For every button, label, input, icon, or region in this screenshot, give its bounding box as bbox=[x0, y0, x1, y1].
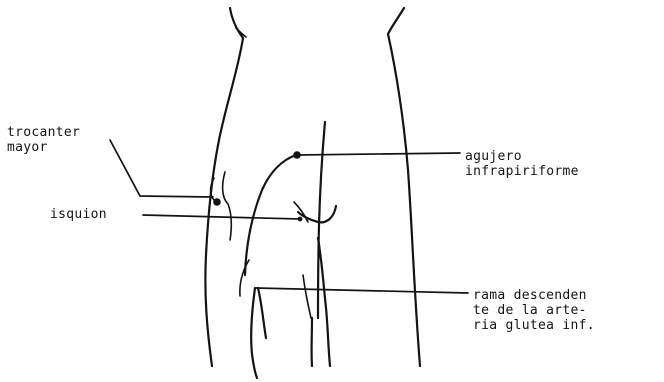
rama-descendente-label: rama descenden te de la arte- ria glutea… bbox=[473, 288, 595, 333]
isquion-marker bbox=[298, 217, 303, 222]
thigh-medial-line bbox=[318, 238, 330, 366]
rama-leader bbox=[256, 288, 468, 293]
trochanter-notch bbox=[211, 172, 232, 240]
descending-branch-medial bbox=[258, 288, 266, 338]
thigh-small-line bbox=[303, 275, 311, 318]
descending-branch bbox=[251, 288, 257, 378]
isquion-label: isquion bbox=[50, 207, 107, 222]
agujero-marker bbox=[293, 151, 301, 159]
trocanter-marker bbox=[213, 198, 221, 206]
right-hip-contour bbox=[388, 8, 420, 366]
trocanter-mayor-label: trocanter mayor bbox=[7, 125, 80, 155]
trocanter-leader bbox=[110, 140, 213, 197]
gluteal-artery-trunk bbox=[245, 155, 296, 275]
isquion-leader bbox=[143, 215, 300, 219]
agujero-infrapiriforme-label: agujero infrapiriforme bbox=[465, 149, 579, 179]
